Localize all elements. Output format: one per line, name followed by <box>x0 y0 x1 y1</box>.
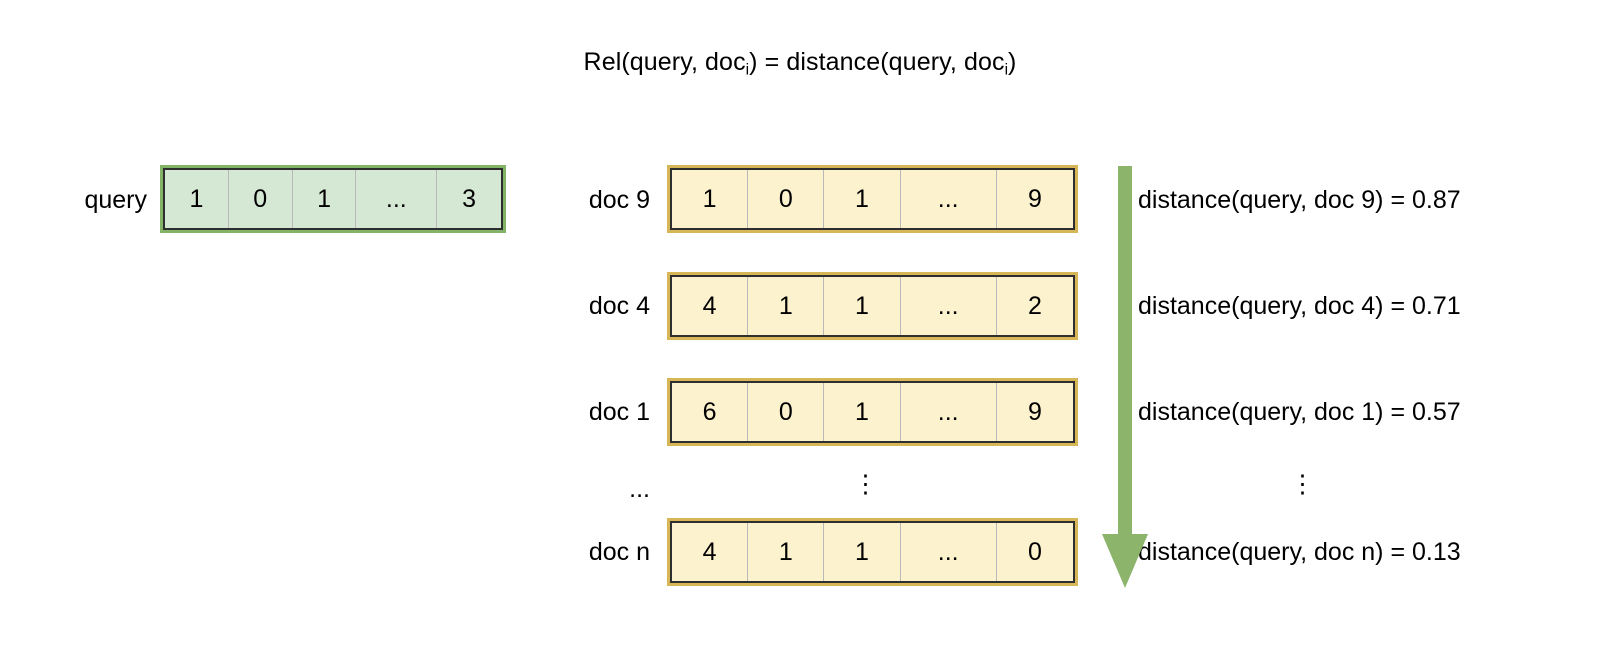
doc-vector-box-3: 4 1 1 ... 0 <box>667 518 1078 586</box>
query-vector-box: 1 0 1 ... 3 <box>160 165 506 233</box>
ranking-direction-arrow <box>1098 166 1156 588</box>
doc-1-cell-0: 4 <box>672 277 749 335</box>
formula-suffix: ) <box>1008 48 1017 76</box>
doc-2-cell-2: 1 <box>824 383 901 441</box>
doc-1-cell-ellipsis: ... <box>901 277 997 335</box>
doc-3-cell-1: 1 <box>748 523 825 581</box>
query-cell-2: 1 <box>293 170 357 228</box>
distance-column-vertical-ellipsis: ⋮ <box>1290 470 1315 498</box>
doc-0-cell-0: 1 <box>672 170 749 228</box>
distance-label-1: distance(query, doc 4) = 0.71 <box>1138 292 1461 320</box>
doc-label-1: doc 4 <box>588 292 650 320</box>
doc-2-cell-0: 6 <box>672 383 749 441</box>
doc-1-cell-4: 2 <box>1027 291 1042 320</box>
query-cell-1: 0 <box>229 170 293 228</box>
doc-2-cell-ellipsis: ... <box>901 383 997 441</box>
doc-0-cell-4: 9 <box>1027 184 1042 213</box>
doc-3-cell-2: 1 <box>824 523 901 581</box>
query-cell-ellipsis: ... <box>356 170 438 228</box>
doc-3-cell-ellipsis: ... <box>901 523 997 581</box>
query-label: query <box>84 186 147 214</box>
doc-2-cell-4: 9 <box>1027 397 1042 426</box>
ellipsis-row-label: ... <box>629 475 650 503</box>
distance-label-0: distance(query, doc 9) = 0.87 <box>1138 186 1461 214</box>
title-formula: Rel(query, doci) = distance(query, doci) <box>0 48 1600 79</box>
doc-1-cell-1: 1 <box>748 277 825 335</box>
formula-subscript-2: i <box>1004 61 1009 79</box>
formula-subscript-1: i <box>745 61 750 79</box>
doc-label-3: doc n <box>588 538 650 566</box>
distance-label-3: distance(query, doc n) = 0.13 <box>1138 538 1461 566</box>
doc-vector-box-2: 6 0 1 ... 9 <box>667 378 1078 446</box>
formula-prefix: Rel(query, doc <box>583 48 746 76</box>
doc-3-cell-0: 4 <box>672 523 749 581</box>
doc-label-2: doc 1 <box>588 398 650 426</box>
docs-column-vertical-ellipsis: ⋮ <box>853 470 878 498</box>
doc-1-cell-2: 1 <box>824 277 901 335</box>
doc-0-cell-1: 0 <box>748 170 825 228</box>
doc-3-cell-4: 0 <box>1027 537 1042 566</box>
query-cell-0: 1 <box>165 170 229 228</box>
formula-middle: ) = distance(query, doc <box>749 48 1005 76</box>
doc-0-cell-2: 1 <box>824 170 901 228</box>
doc-2-cell-1: 0 <box>748 383 825 441</box>
query-cell-4: 3 <box>462 184 476 213</box>
doc-0-cell-ellipsis: ... <box>901 170 997 228</box>
doc-label-0: doc 9 <box>588 186 650 214</box>
down-arrow-icon <box>1102 166 1148 588</box>
doc-vector-box-1: 4 1 1 ... 2 <box>667 272 1078 340</box>
distance-label-2: distance(query, doc 1) = 0.57 <box>1138 398 1461 426</box>
doc-vector-box-0: 1 0 1 ... 9 <box>667 165 1078 233</box>
